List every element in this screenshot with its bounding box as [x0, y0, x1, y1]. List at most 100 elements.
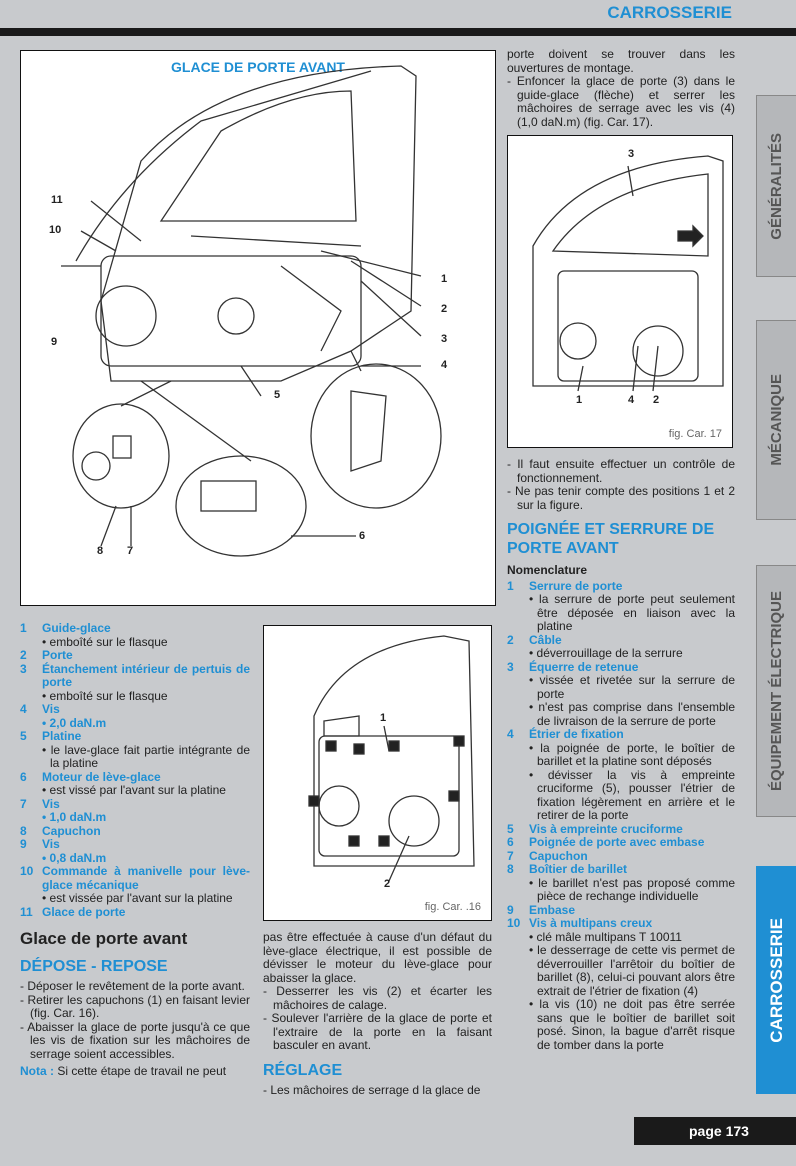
glace-col2: pas être effectuée à cause d'un défaut d…: [263, 930, 492, 1097]
item-number: 4: [507, 727, 514, 741]
item-number: 2: [20, 648, 27, 662]
item-title: Câble: [529, 632, 562, 647]
item-number: 5: [507, 821, 514, 836]
main-figure: GLACE DE PORTE AVANT 11 10 9 1 2 3 4 5 6…: [20, 50, 496, 606]
item-note: • le barillet n'est pas proposé comme pi…: [529, 875, 735, 903]
item-number: 10: [20, 864, 34, 878]
door-diagram-fig17: [532, 155, 724, 392]
item-note: • est vissé par l'avant sur la platine: [42, 783, 226, 797]
item-number: 7: [507, 848, 514, 863]
item-note: • vissée et rivetée sur la serrure de po…: [529, 673, 735, 701]
item-title: Équerre de retenue: [529, 659, 639, 674]
item-torque: • 2,0 daN.m: [42, 715, 107, 730]
callout-2: 2: [441, 303, 448, 315]
item-note: • le lave-glace fait partie intégrante d…: [42, 742, 250, 770]
reglage-heading: RÉGLAGE: [263, 1061, 343, 1079]
step: - Ne pas tenir compte des positions 1 et…: [507, 484, 735, 512]
callout-10: 10: [49, 224, 62, 236]
figure-car-16: 1 2 fig. Car. .16: [263, 625, 492, 921]
step: - Les mâchoires de serrage d la glace de: [263, 1082, 481, 1097]
item-number: 9: [507, 902, 514, 917]
item-title: Platine: [42, 729, 82, 743]
item-title: Capuchon: [42, 823, 101, 838]
item-number: 4: [20, 702, 27, 716]
figure-car-17: 3 1 4 2 fig. Car. 17: [507, 135, 733, 448]
item-title: Commande à manivelle pour lève-glace méc…: [42, 864, 250, 892]
poignee-heading: POIGNÉE ET SERRURE DE PORTE AVANT: [507, 521, 715, 557]
tab-label: CARROSSERIE: [766, 917, 786, 1043]
figure-caption: fig. Car. .16: [424, 901, 481, 913]
item-number: 7: [20, 796, 27, 811]
tab-carrosserie[interactable]: CARROSSERIE: [756, 866, 796, 1094]
item-title: Serrure de porte: [529, 578, 623, 593]
item-number: 8: [20, 823, 27, 838]
list-item: 6 Poignée de porte avec embase: [507, 835, 735, 850]
item-number: 6: [507, 835, 514, 849]
section-heading: Glace de porte avant: [20, 929, 188, 948]
callout-5: 5: [274, 389, 281, 401]
item-note: • clé mâle multipans T 10011: [529, 929, 682, 944]
fig17-callout-2: 2: [653, 394, 660, 406]
item-title: Vis à multipans creux: [529, 916, 653, 930]
list-item: 5 Vis à empreinte cruciforme: [507, 821, 735, 837]
item-number: 8: [507, 862, 514, 876]
step: - Abaisser la glace de porte jusqu'à ce …: [20, 1019, 250, 1061]
item-title: Étanchement intérieur de pertuis de port…: [42, 661, 250, 689]
glace-section: Glace de porte avant DÉPOSE - REPOSE - D…: [20, 929, 250, 1079]
section-header: CARROSSERIE: [607, 3, 732, 22]
nota-label: Nota :: [20, 1064, 54, 1078]
item-title: Moteur de lève-glace: [42, 769, 161, 784]
item-title: Vis: [42, 837, 60, 851]
item-title: Boîtier de barillet: [529, 862, 628, 876]
callout-11: 11: [51, 194, 63, 206]
depose-heading: DÉPOSE - REPOSE: [20, 958, 168, 975]
list-item: 7 Vis: [20, 796, 250, 812]
item-title: Embase: [529, 902, 576, 917]
item-note: • dévisser la vis à empreinte cruciforme…: [529, 767, 735, 822]
item-note: • emboîté sur le flasque: [42, 688, 168, 703]
item-number: 3: [20, 661, 27, 676]
step: - Desserrer les vis (2) et écarter les m…: [263, 984, 492, 1012]
item-note: • la vis (10) ne doit pas être serrée sa…: [529, 997, 735, 1052]
item-title: Vis à empreinte cruciforme: [529, 821, 683, 836]
callout-4: 4: [441, 359, 448, 371]
list-item: 3 Étanchement intérieur de pertuis de por…: [20, 661, 250, 690]
tab-generalites[interactable]: GÉNÉRALITÉS: [756, 95, 796, 277]
fig17-callout-4: 4: [628, 394, 635, 406]
nota-text: Si cette étape de travail ne peut: [54, 1064, 227, 1078]
list-item: 1 Guide-glace: [20, 621, 250, 636]
item-torque: • 1,0 daN.m: [42, 810, 107, 824]
item-number: 1: [20, 621, 27, 635]
page-number: page 173: [634, 1117, 796, 1145]
paragraph: porte doivent se trouver dans les ouvert…: [507, 47, 735, 75]
list-item: 9 Vis: [20, 837, 250, 852]
step: - Il faut ensuite effectuer un contrôle …: [507, 457, 735, 485]
nomenclature-heading: Nomenclature: [507, 563, 588, 577]
item-title: Capuchon: [529, 848, 588, 863]
item-title: Poignée de porte avec embase: [529, 835, 705, 849]
item-title: Porte: [42, 648, 73, 662]
tab-equipement-electrique[interactable]: ÉQUIPEMENT ÉLECTRIQUE: [756, 565, 796, 817]
list-item: 8 Boîtier de barillet: [507, 862, 735, 877]
callout-8: 8: [97, 545, 104, 557]
column-3: porte doivent se trouver dans les ouvert…: [507, 47, 735, 1053]
tab-label: MÉCANIQUE: [767, 374, 785, 466]
figure-caption: fig. Car. 17: [668, 428, 722, 440]
step: - Soulever l'arrière de la glace de port…: [263, 1011, 492, 1052]
tab-mecanique[interactable]: MÉCANIQUE: [756, 320, 796, 520]
item-title: Vis: [42, 796, 60, 811]
item-note: • emboîté sur le flasque: [42, 634, 168, 649]
paragraph: pas être effectuée à cause d'un défaut d…: [263, 930, 492, 985]
item-title: Guide-glace: [42, 621, 111, 635]
step: - Retirer les capuchons (1) en faisant l…: [20, 992, 250, 1020]
item-number: 9: [20, 837, 27, 851]
fig16-callout-2: 2: [384, 878, 391, 890]
step: - Enfoncer la glace de porte (3) dans le…: [507, 74, 735, 129]
